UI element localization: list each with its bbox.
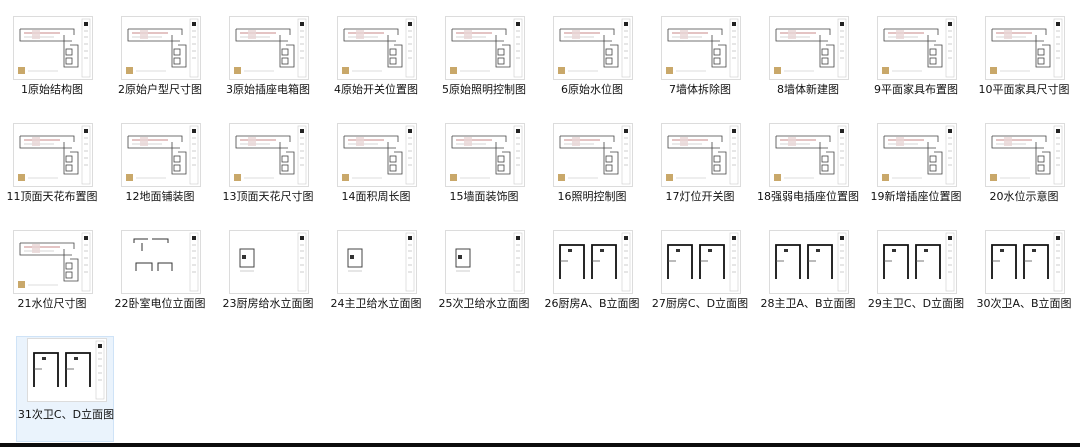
file-name-label: 15墙面装饰图 bbox=[449, 190, 519, 203]
file-thumbnail bbox=[985, 230, 1065, 294]
file-item[interactable]: 11顶面天花布置图 bbox=[3, 122, 101, 226]
file-thumbnail bbox=[337, 16, 417, 80]
file-item[interactable]: 22卧室电位立面图 bbox=[111, 229, 209, 333]
file-item[interactable]: 21水位尺寸图 bbox=[3, 229, 101, 333]
file-name-label: 5原始照明控制图 bbox=[442, 83, 526, 96]
file-thumbnail bbox=[337, 230, 417, 294]
file-thumbnail bbox=[769, 230, 849, 294]
file-item[interactable]: 15墙面装饰图 bbox=[435, 122, 533, 226]
file-thumbnail bbox=[769, 123, 849, 187]
file-thumbnail bbox=[121, 16, 201, 80]
file-item[interactable]: 18强弱电插座位置图 bbox=[757, 122, 859, 226]
file-item[interactable]: 27厨房C、D立面图 bbox=[651, 229, 749, 333]
file-item[interactable]: 31次卫C、D立面图 bbox=[16, 336, 114, 442]
file-name-label: 9平面家具布置图 bbox=[874, 83, 958, 96]
file-thumbnail bbox=[661, 123, 741, 187]
file-thumbnail bbox=[445, 123, 525, 187]
file-item[interactable]: 29主卫C、D立面图 bbox=[867, 229, 965, 333]
file-item[interactable]: 5原始照明控制图 bbox=[435, 15, 533, 119]
file-thumbnail bbox=[445, 16, 525, 80]
file-name-label: 27厨房C、D立面图 bbox=[651, 297, 749, 310]
file-thumbnail bbox=[121, 230, 201, 294]
file-item[interactable]: 24主卫给水立面图 bbox=[327, 229, 425, 333]
file-name-label: 30次卫A、B立面图 bbox=[976, 297, 1072, 310]
file-thumbnail bbox=[985, 123, 1065, 187]
file-name-label: 23厨房给水立面图 bbox=[222, 297, 314, 310]
file-name-label: 20水位示意图 bbox=[989, 190, 1059, 203]
file-name-label: 6原始水位图 bbox=[561, 83, 623, 96]
file-item[interactable]: 13顶面天花尺寸图 bbox=[219, 122, 317, 226]
file-item[interactable]: 10平面家具尺寸图 bbox=[975, 15, 1073, 119]
file-thumbnail bbox=[229, 16, 309, 80]
file-item[interactable]: 23厨房给水立面图 bbox=[219, 229, 317, 333]
file-name-label: 7墙体拆除图 bbox=[669, 83, 731, 96]
file-item[interactable]: 28主卫A、B立面图 bbox=[759, 229, 857, 333]
file-thumbnail bbox=[553, 230, 633, 294]
file-thumbnail bbox=[877, 123, 957, 187]
file-name-label: 1原始结构图 bbox=[21, 83, 83, 96]
file-name-label: 22卧室电位立面图 bbox=[114, 297, 206, 310]
file-item[interactable]: 26厨房A、B立面图 bbox=[543, 229, 641, 333]
file-item[interactable]: 16照明控制图 bbox=[543, 122, 641, 226]
file-item[interactable]: 1原始结构图 bbox=[3, 15, 101, 119]
file-item[interactable]: 7墙体拆除图 bbox=[651, 15, 749, 119]
file-thumbnail bbox=[337, 123, 417, 187]
file-name-label: 24主卫给水立面图 bbox=[330, 297, 422, 310]
file-thumbnail bbox=[229, 230, 309, 294]
file-name-label: 4原始开关位置图 bbox=[334, 83, 418, 96]
file-thumbnail bbox=[13, 16, 93, 80]
file-name-label: 2原始户型尺寸图 bbox=[118, 83, 202, 96]
file-name-label: 8墙体新建图 bbox=[777, 83, 839, 96]
file-thumbnail bbox=[877, 16, 957, 80]
file-name-label: 29主卫C、D立面图 bbox=[867, 297, 965, 310]
file-thumbnail bbox=[661, 16, 741, 80]
file-item[interactable]: 30次卫A、B立面图 bbox=[975, 229, 1073, 333]
file-name-label: 28主卫A、B立面图 bbox=[760, 297, 856, 310]
file-thumbnail bbox=[877, 230, 957, 294]
file-name-label: 26厨房A、B立面图 bbox=[544, 297, 640, 310]
file-item[interactable]: 2原始户型尺寸图 bbox=[111, 15, 209, 119]
file-name-label: 25次卫给水立面图 bbox=[438, 297, 530, 310]
file-item[interactable]: 14面积周长图 bbox=[327, 122, 425, 226]
file-thumbnail bbox=[13, 230, 93, 294]
file-item[interactable]: 20水位示意图 bbox=[975, 122, 1073, 226]
file-item[interactable]: 17灯位开关图 bbox=[651, 122, 749, 226]
file-thumbnail bbox=[553, 16, 633, 80]
file-name-label: 31次卫C、D立面图 bbox=[17, 408, 115, 421]
file-name-label: 3原始插座电箱图 bbox=[226, 83, 310, 96]
file-name-label: 18强弱电插座位置图 bbox=[757, 190, 859, 203]
file-name-label: 11顶面天花布置图 bbox=[6, 190, 98, 203]
file-name-label: 19新增插座位置图 bbox=[870, 190, 962, 203]
file-thumbnail bbox=[13, 123, 93, 187]
file-thumbnail bbox=[661, 230, 741, 294]
file-name-label: 21水位尺寸图 bbox=[17, 297, 87, 310]
file-item[interactable]: 9平面家具布置图 bbox=[867, 15, 965, 119]
file-thumbnail bbox=[553, 123, 633, 187]
file-thumbnail bbox=[27, 338, 107, 402]
file-name-label: 16照明控制图 bbox=[557, 190, 627, 203]
file-item[interactable]: 8墙体新建图 bbox=[759, 15, 857, 119]
file-item[interactable]: 25次卫给水立面图 bbox=[435, 229, 533, 333]
file-name-label: 17灯位开关图 bbox=[665, 190, 735, 203]
file-name-label: 10平面家具尺寸图 bbox=[978, 83, 1070, 96]
file-thumbnail bbox=[121, 123, 201, 187]
file-thumbnail bbox=[445, 230, 525, 294]
file-thumbnail bbox=[229, 123, 309, 187]
file-item[interactable]: 12地面铺装图 bbox=[111, 122, 209, 226]
file-name-label: 13顶面天花尺寸图 bbox=[222, 190, 314, 203]
window-bottom-edge bbox=[0, 443, 1080, 447]
file-name-label: 12地面铺装图 bbox=[125, 190, 195, 203]
file-item[interactable]: 6原始水位图 bbox=[543, 15, 641, 119]
file-item[interactable]: 4原始开关位置图 bbox=[327, 15, 425, 119]
file-item[interactable]: 3原始插座电箱图 bbox=[219, 15, 317, 119]
file-name-label: 14面积周长图 bbox=[341, 190, 411, 203]
file-thumbnail bbox=[985, 16, 1065, 80]
file-item[interactable]: 19新增插座位置图 bbox=[867, 122, 965, 226]
file-thumbnail bbox=[769, 16, 849, 80]
